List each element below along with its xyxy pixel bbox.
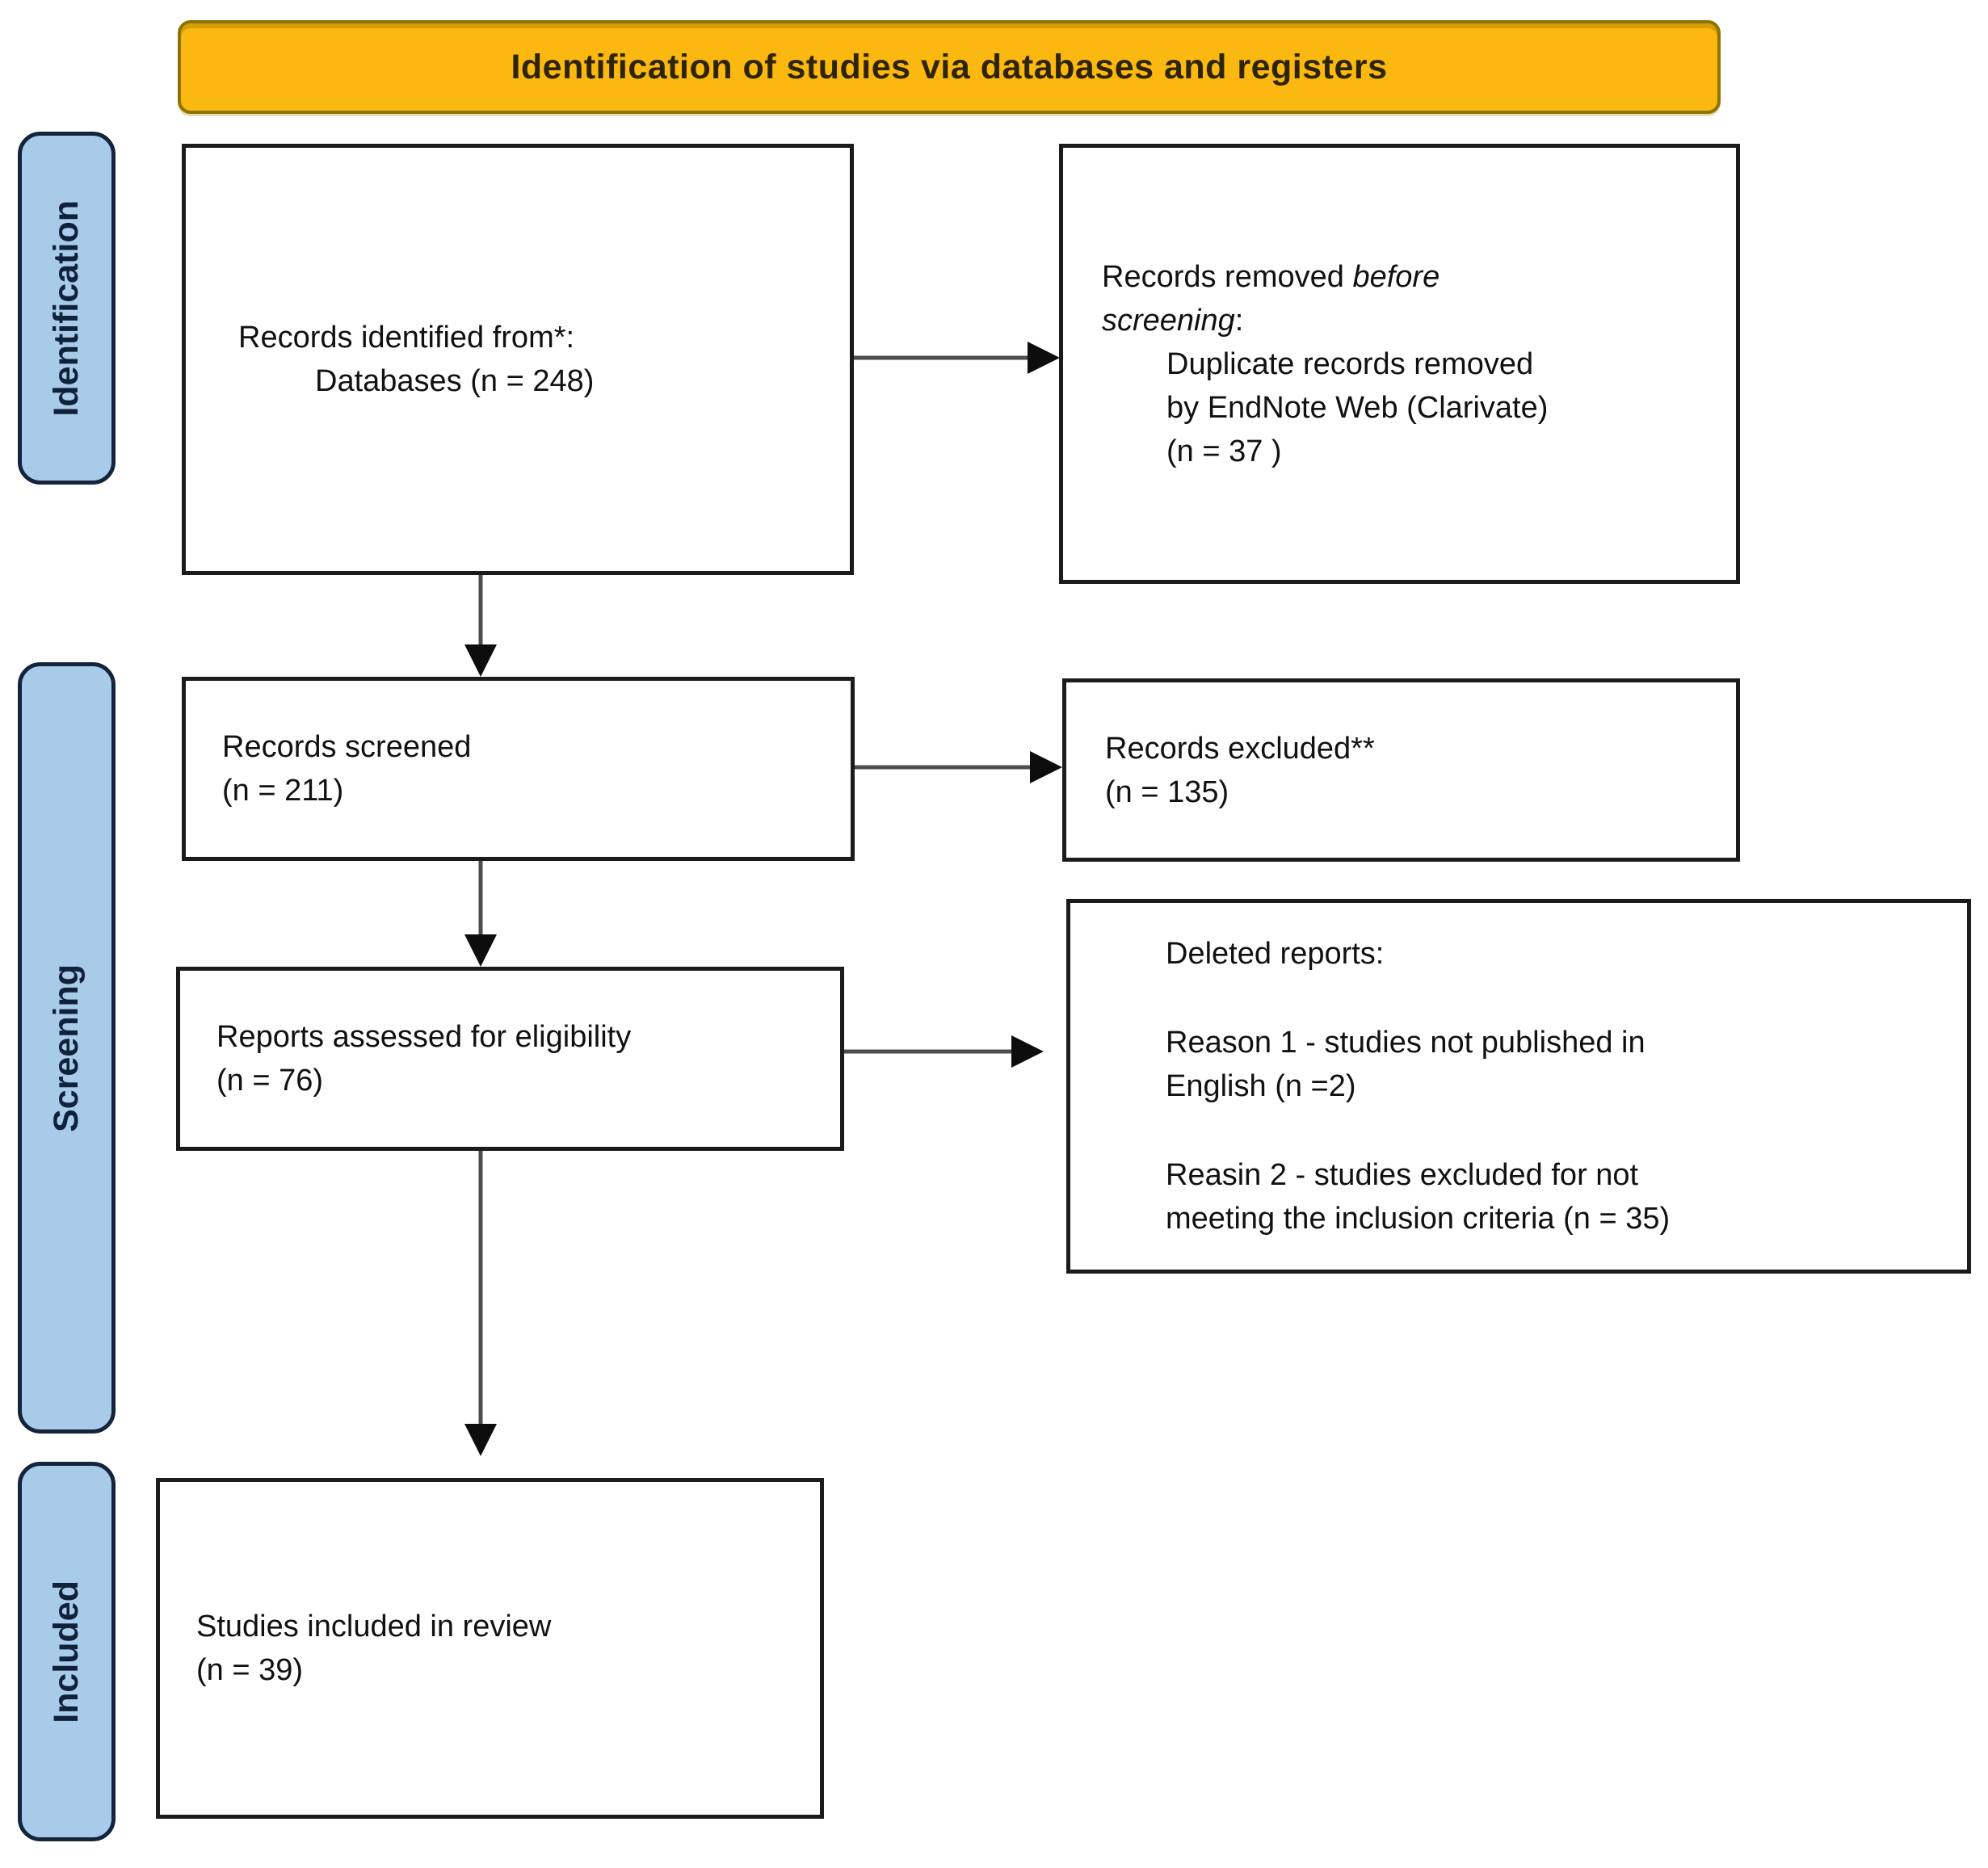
box-records-excluded: Records excluded** (n = 135) [1062,678,1740,862]
records-screened-line2: (n = 211) [222,774,344,808]
phase-bar-screening: Screening [18,662,116,1434]
box-records-screened: Records screened (n = 211) [182,677,855,861]
studies-included-line1: Studies included in review [196,1610,552,1643]
records-removed-detail: Duplicate records removed by EndNote Web… [1166,346,1549,468]
arrow-identified-to-removed [854,342,1060,374]
records-identified-line1: Records identified from*: [238,321,575,355]
records-removed-suffix: : [1234,303,1244,338]
phase-label-identification: Identification [47,199,86,417]
box-deleted-reports: Deleted reports: Reason 1 - studies not … [1066,899,1971,1274]
arrow-assessed-to-deleted [844,1035,1044,1068]
phase-bar-included: Included [18,1462,116,1841]
diagram-title: Identification of studies via databases … [511,47,1388,86]
deleted-reports-reason1: Reason 1 - studies not published in Engl… [1166,1026,1645,1103]
arrow-identified-to-screened [464,575,497,677]
deleted-reports-reason2: Reasin 2 - studies excluded for not meet… [1166,1158,1671,1236]
box-studies-included: Studies included in review (n = 39) [156,1478,824,1819]
phase-bar-identification: Identification [18,132,116,485]
reports-assessed-line1: Reports assessed for eligibility [216,1020,632,1054]
records-screened-line1: Records screened [222,730,472,764]
records-removed-heading: Records removed before screening: [1102,255,1570,342]
box-records-identified: Records identified from*: Databases (n =… [182,144,854,575]
arrow-screened-to-excluded [855,751,1062,783]
studies-included-line2: (n = 39) [196,1653,304,1687]
box-records-removed: Records removed before screening: Duplic… [1059,144,1740,584]
records-excluded-line2: (n = 135) [1105,774,1229,809]
deleted-reports-heading: Deleted reports: [1166,937,1385,971]
records-identified-line2: Databases (n = 248) [315,364,595,398]
title-banner: Identification of studies via databases … [178,20,1721,114]
records-removed-prefix: Records removed [1102,259,1353,294]
records-excluded-line1: Records excluded** [1105,731,1375,766]
phase-label-included: Included [47,1580,86,1723]
arrow-screened-to-assessed [464,861,497,967]
phase-label-screening: Screening [47,963,86,1132]
box-reports-assessed: Reports assessed for eligibility (n = 76… [176,967,844,1151]
reports-assessed-line2: (n = 76) [216,1064,324,1098]
arrow-assessed-to-included [464,1151,497,1456]
records-removed-emphasis: before screening [1102,259,1440,338]
